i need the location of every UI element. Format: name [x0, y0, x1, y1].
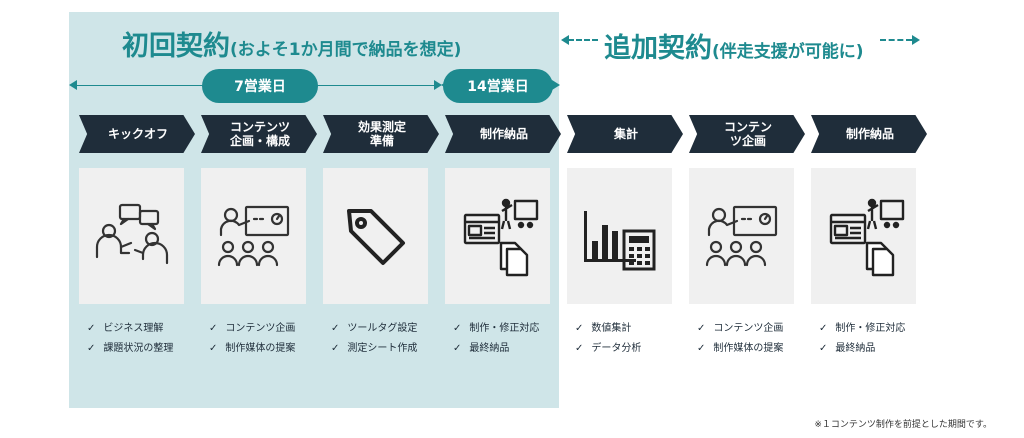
timeline-arrow-right-head	[552, 80, 560, 90]
additional-arrow-right-line	[880, 39, 912, 41]
web-docs-presenter-icon	[463, 198, 538, 277]
phase-badge-2: 14営業日	[443, 69, 553, 103]
bar-chart-calculator-icon	[583, 211, 655, 271]
checklist-item: ✓ 制作・修正対応	[453, 319, 539, 339]
tag-icon	[346, 209, 405, 265]
checklist-item: ✓ 制作媒体の提案	[697, 339, 783, 359]
checklist: ✓ コンテンツ企画 ✓ 制作媒体の提案	[697, 319, 783, 359]
check-icon: ✓	[331, 343, 340, 354]
additional-contract-title-main: 追加契約	[604, 33, 712, 64]
checklist-text: ビジネス理解	[103, 323, 164, 334]
checklist-text: 制作媒体の提案	[713, 343, 784, 354]
checklist-item: ✓ 数値集計	[575, 319, 641, 339]
check-icon: ✓	[819, 323, 828, 334]
check-icon: ✓	[209, 323, 218, 334]
timeline-line-2	[316, 85, 436, 86]
additional-arrow-left-head	[561, 35, 569, 45]
step-label: 制作納品	[845, 127, 894, 141]
check-icon: ✓	[819, 343, 828, 354]
checklist-text: 最終納品	[469, 343, 510, 354]
step-label: コンテンツ 企画・構成	[229, 120, 290, 148]
step-content-planning-2: コンテン ツ企画	[689, 115, 805, 153]
checklist-item: ✓ ビジネス理解	[87, 319, 173, 339]
check-icon: ✓	[453, 343, 462, 354]
checklist-item: ✓ ツールタグ設定	[331, 319, 417, 339]
step-kickoff: キックオフ	[79, 115, 195, 153]
step-card	[811, 168, 916, 304]
checklist-text: ツールタグ設定	[347, 323, 418, 334]
initial-contract-title-main: 初回契約	[122, 31, 230, 62]
step-card	[323, 168, 428, 304]
step-label: 集計	[613, 127, 638, 141]
checklist: ✓ コンテンツ企画 ✓ 制作媒体の提案	[209, 319, 295, 359]
step-production-delivery: 制作納品	[445, 115, 561, 153]
checklist-text: 課題状況の整理	[103, 343, 174, 354]
step-card	[567, 168, 672, 304]
timeline-arrow-left-head	[69, 80, 77, 90]
timeline-arrow-mid-head	[434, 80, 442, 90]
checklist-text: 制作媒体の提案	[225, 343, 296, 354]
checklist: ✓ ビジネス理解 ✓ 課題状況の整理	[87, 319, 173, 359]
check-icon: ✓	[87, 323, 96, 334]
checklist-item: ✓ 制作媒体の提案	[209, 339, 295, 359]
checklist-text: 最終納品	[835, 343, 876, 354]
checklist-item: ✓ 測定シート作成	[331, 339, 417, 359]
step-label: 効果測定 準備	[357, 120, 406, 148]
step-label: キックオフ	[107, 127, 168, 141]
check-icon: ✓	[697, 323, 706, 334]
checklist-item: ✓ 最終納品	[453, 339, 539, 359]
presentation-audience-icon	[217, 205, 289, 267]
checklist-text: 制作・修正対応	[835, 323, 906, 334]
phase-badge-1: 7営業日	[202, 69, 318, 103]
presentation-audience-icon	[705, 205, 777, 267]
step-card	[445, 168, 550, 304]
step-label: コンテン ツ企画	[723, 120, 772, 148]
checklist: ✓ 数値集計 ✓ データ分析	[575, 319, 641, 359]
step-production-delivery-2: 制作納品	[811, 115, 927, 153]
additional-contract-title-note: (伴走支援が可能に)	[712, 42, 864, 62]
checklist-item: ✓ コンテンツ企画	[697, 319, 783, 339]
check-icon: ✓	[209, 343, 218, 354]
check-icon: ✓	[697, 343, 706, 354]
initial-contract-title-note: (およそ1か月間で納品を想定)	[230, 40, 462, 60]
timeline-line-1	[75, 85, 205, 86]
checklist-item: ✓ データ分析	[575, 339, 641, 359]
checklist-text: 数値集計	[591, 323, 632, 334]
check-icon: ✓	[575, 323, 584, 334]
checklist-item: ✓ 制作・修正対応	[819, 319, 905, 339]
step-content-planning: コンテンツ 企画・構成	[201, 115, 317, 153]
checklist-text: データ分析	[591, 343, 642, 354]
step-card	[79, 168, 184, 304]
check-icon: ✓	[575, 343, 584, 354]
check-icon: ✓	[87, 343, 96, 354]
checklist: ✓ ツールタグ設定 ✓ 測定シート作成	[331, 319, 417, 359]
checklist: ✓ 制作・修正対応 ✓ 最終納品	[819, 319, 905, 359]
web-docs-presenter-icon	[829, 198, 904, 277]
footnote: ※１コンテンツ制作を前提とした期間です。	[814, 420, 992, 430]
step-measurement-prep: 効果測定 準備	[323, 115, 439, 153]
meeting-icon	[95, 203, 168, 265]
step-aggregation: 集計	[567, 115, 683, 153]
additional-arrow-right-head	[912, 35, 920, 45]
checklist-text: 測定シート作成	[347, 343, 418, 354]
checklist-text: 制作・修正対応	[469, 323, 540, 334]
check-icon: ✓	[453, 323, 462, 334]
checklist-item: ✓ 最終納品	[819, 339, 905, 359]
check-icon: ✓	[331, 323, 340, 334]
checklist-item: ✓ 課題状況の整理	[87, 339, 173, 359]
step-card	[201, 168, 306, 304]
initial-contract-title: 初回契約(およそ1か月間で納品を想定)	[122, 24, 461, 63]
additional-arrow-left-line	[568, 39, 598, 41]
checklist-text: コンテンツ企画	[225, 323, 296, 334]
checklist-item: ✓ コンテンツ企画	[209, 319, 295, 339]
additional-contract-title: 追加契約(伴走支援が可能に)	[604, 26, 864, 65]
step-label: 制作納品	[479, 127, 528, 141]
step-card	[689, 168, 794, 304]
checklist-text: コンテンツ企画	[713, 323, 784, 334]
checklist: ✓ 制作・修正対応 ✓ 最終納品	[453, 319, 539, 359]
